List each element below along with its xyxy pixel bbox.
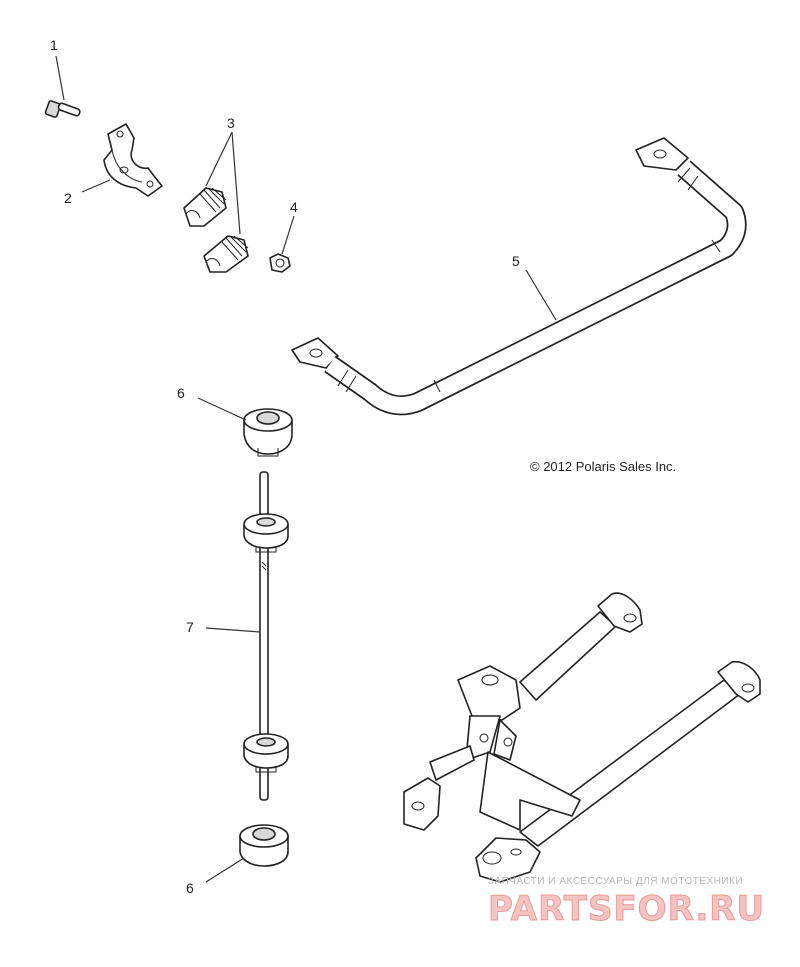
clamp-bracket-part [103, 123, 163, 197]
callout-3: 3 [227, 115, 235, 131]
leader-6b [205, 857, 245, 883]
watermark-tagline: ЗАПЧАСТИ И АКСЕССУАРЫ ДЛЯ МОТОТЕХНИКИ [488, 876, 743, 887]
nut-part [269, 253, 291, 273]
callout-6-upper: 6 [177, 385, 185, 401]
bushing-upper-part [183, 187, 227, 227]
a-arm-assembly [403, 592, 761, 883]
grommet-upper-part [243, 408, 293, 457]
callout-6-lower: 6 [186, 880, 194, 896]
leader-7 [205, 627, 261, 633]
callout-1: 1 [50, 37, 58, 53]
bolt-part [44, 100, 81, 118]
leader-2 [81, 179, 111, 193]
watermark-brand: PARTSFOR.RU [488, 889, 765, 929]
callout-5: 5 [512, 253, 520, 269]
leader-1 [55, 55, 65, 101]
stabilizer-bar-part [291, 137, 747, 416]
leader-3b [231, 131, 241, 235]
leader-5 [525, 269, 557, 321]
callout-4: 4 [290, 199, 298, 215]
copyright-text: © 2012 Polaris Sales Inc. [530, 459, 676, 474]
link-rod-part [243, 471, 289, 801]
leader-4 [281, 215, 295, 255]
callout-7: 7 [186, 619, 194, 635]
callout-2: 2 [64, 190, 72, 206]
leader-3a [205, 131, 233, 187]
bushing-lower-part [203, 235, 249, 273]
grommet-lower-part [239, 824, 289, 867]
leader-6a [197, 397, 247, 421]
